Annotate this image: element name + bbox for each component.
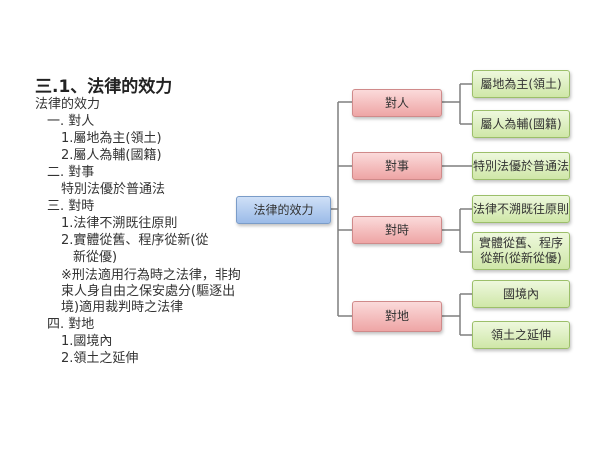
slide-title: 三.1、法律的效力	[35, 77, 173, 97]
outline-item-continuation: 新從優)	[73, 250, 118, 265]
node-leaf: 國境內	[472, 280, 570, 308]
outline-section-2: 二. 對事	[47, 165, 95, 180]
outline-item: 2.屬人為輔(國籍)	[61, 148, 162, 163]
node-leaf: 法律不溯既往原則	[472, 195, 570, 223]
outline-note: ※刑法適用行為時之法律，非拘束人身自由之保安處分(驅逐出境)適用裁判時之法律	[61, 268, 241, 315]
outline-item: 1.國境內	[61, 334, 113, 349]
outline-section-1: 一. 對人	[47, 114, 95, 129]
outline-item: 1.法律不溯既往原則	[61, 216, 178, 231]
node-branch-matter: 對事	[352, 152, 442, 180]
node-leaf: 實體從舊、程序從新(從新從優)	[472, 232, 570, 270]
outline-item: 2.領土之延伸	[61, 351, 139, 366]
outline-section-4: 四. 對地	[47, 317, 95, 332]
node-leaf: 特別法優於普通法	[472, 152, 570, 180]
outline-item: 2.實體從舊、程序從新(從	[61, 233, 209, 248]
node-leaf: 屬地為主(領土)	[472, 70, 570, 98]
outline-item: 特別法優於普通法	[61, 182, 166, 197]
outline-item: 1.屬地為主(領土)	[61, 131, 162, 146]
outline-list: 法律的效力 一. 對人 1.屬地為主(領土) 2.屬人為輔(國籍) 二. 對事 …	[35, 96, 245, 367]
outline-root: 法律的效力	[35, 97, 101, 112]
node-leaf: 領土之延伸	[472, 321, 570, 349]
node-branch-time: 對時	[352, 216, 442, 244]
node-branch-place: 對地	[352, 301, 442, 332]
node-leaf: 屬人為輔(國籍)	[472, 110, 570, 138]
outline-section-3: 三. 對時	[47, 199, 95, 214]
node-root: 法律的效力	[236, 196, 331, 224]
node-branch-person: 對人	[352, 89, 442, 117]
